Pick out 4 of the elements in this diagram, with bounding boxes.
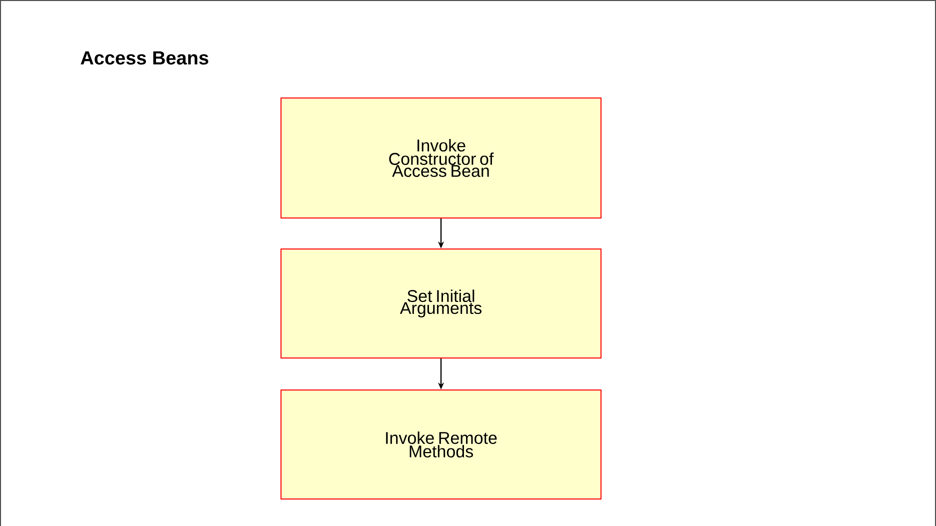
process-box: Invoke Constructor of Access Bean [280,98,602,218]
process-box: Set Initial Arguments [280,248,602,358]
process-box: Invoke Remote Methods [280,390,602,500]
title: Access Beans [80,51,208,65]
